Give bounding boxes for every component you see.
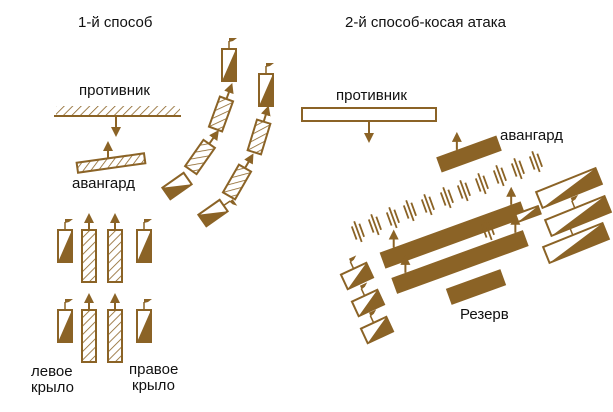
flag-icon (359, 282, 368, 290)
column-a-infantry (183, 129, 219, 176)
wing-cavalry-unit (136, 299, 152, 343)
flag-pole (571, 200, 576, 209)
method2-second-line (391, 214, 529, 294)
column-a-cavalry-rear (160, 171, 194, 201)
advance-arrow (244, 153, 254, 169)
method2-reserve (445, 269, 507, 305)
method1-vanguard-label: авангард (72, 175, 136, 192)
infantry-column (81, 213, 97, 283)
flag-icon (266, 63, 274, 67)
skirmisher-mark (385, 207, 400, 229)
advance-arrow (208, 129, 219, 145)
column-a-infantry (207, 82, 235, 133)
method1-title: 1-й способ (78, 14, 153, 31)
column-b-cavalry-top (258, 63, 274, 107)
flag-icon (229, 38, 237, 42)
units-layer (57, 38, 613, 363)
method1-vanguard (75, 152, 147, 174)
method2-title: 2-й способ-косая атака (345, 14, 506, 31)
flag-icon (144, 219, 152, 223)
column-a-cavalry-top (221, 38, 237, 82)
skirmisher-mark (420, 194, 435, 216)
right-flank-cavalry (534, 166, 604, 210)
method1-right-wing-label-line2: крыло (132, 377, 175, 394)
skirmisher-mark (439, 187, 454, 209)
skirmisher-mark (480, 219, 495, 241)
wing-cavalry-unit (57, 299, 73, 343)
skirmisher-mark (474, 173, 489, 195)
wing-cavalry-unit (136, 219, 152, 263)
flag-pole (369, 315, 375, 324)
advance-arrow (224, 82, 234, 100)
skirmisher-mark (350, 221, 365, 243)
wing-cavalry-unit (57, 219, 73, 263)
right-flank-cavalry (543, 194, 613, 238)
flag-pole (349, 261, 355, 270)
flag-icon (144, 299, 152, 303)
column-b-infantry (246, 105, 272, 156)
flag-icon (568, 221, 577, 229)
method1-right-wing-label-line1: правое (129, 361, 179, 378)
method1-diagram (54, 106, 181, 174)
column-b-cavalry-rear (196, 198, 238, 228)
method2-reserve-label: Резерв (460, 306, 509, 323)
flag-icon (368, 309, 377, 317)
advance-arrow (260, 105, 271, 122)
flag-pole (360, 288, 366, 297)
flag-pole (569, 227, 574, 236)
method2-diagram (301, 107, 437, 143)
column-b-infantry (221, 153, 254, 201)
flag-pole (223, 200, 231, 207)
skirmisher-mark (492, 165, 507, 187)
method1-enemy-line (54, 106, 181, 117)
right-flank-cavalry (541, 221, 611, 265)
skirmisher-mark (402, 200, 417, 222)
method1-left-wing-label-line1: левое (31, 363, 73, 380)
flag-icon (65, 219, 73, 223)
method2-first-line (379, 186, 527, 269)
left-flank-cavalry (359, 309, 395, 345)
infantry-column (107, 293, 123, 363)
left-flank-cavalry (350, 282, 386, 318)
method2-vanguard-label: авангард (500, 127, 564, 144)
method1-enemy-label: противник (79, 82, 150, 99)
flag-icon (570, 194, 579, 202)
flag-icon (229, 199, 238, 206)
skirmisher-mark (367, 214, 382, 236)
method1-left-wing-label-line2: крыло (31, 379, 74, 396)
method2-detached-unit (514, 204, 542, 224)
skirmisher-mark (528, 151, 543, 173)
flag-icon (65, 299, 73, 303)
method2-vanguard (436, 131, 502, 173)
skirmisher-mark (510, 158, 525, 180)
skirmisher-mark (456, 180, 471, 202)
method2-enemy-label: противник (336, 87, 407, 104)
infantry-column (81, 293, 97, 363)
left-flank-cavalry (339, 255, 375, 291)
flag-icon (348, 255, 357, 263)
method2-enemy-line (301, 107, 437, 122)
infantry-column (107, 213, 123, 283)
